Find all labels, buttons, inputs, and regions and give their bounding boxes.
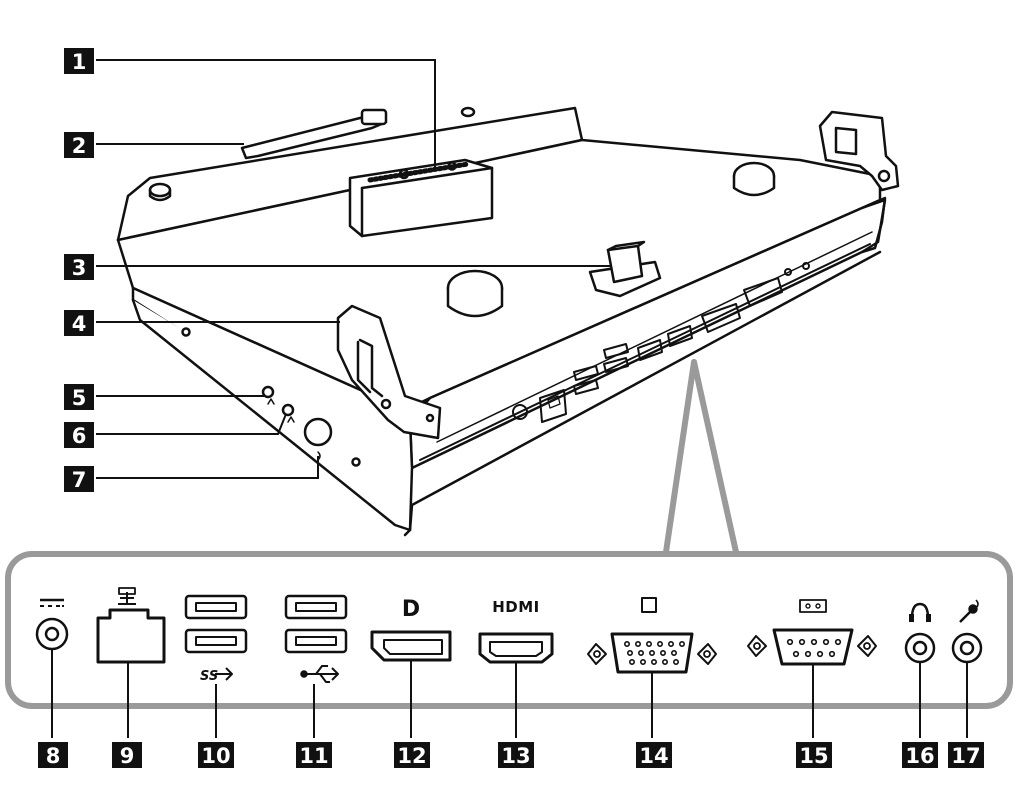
- usb2-ports: [284, 594, 348, 683]
- callout-number: 3: [72, 256, 87, 280]
- bottom-callouts: 8 9 10 11 12 13 14 15 16 17: [38, 742, 984, 768]
- callout-17: 17: [948, 742, 984, 768]
- latch: [588, 240, 662, 298]
- callout-1: 1: [64, 48, 94, 74]
- callout-11: 11: [296, 742, 332, 768]
- usb3-symbol: SS: [200, 669, 218, 684]
- top-leader-lines: [96, 59, 612, 479]
- callout-number: 8: [46, 744, 61, 768]
- docking-connector: [348, 158, 494, 238]
- callout-badge: [796, 742, 832, 768]
- side-keylock: [181, 327, 361, 467]
- callout-badge: [112, 742, 142, 768]
- callout-6: 6: [64, 422, 94, 448]
- callout-number: 4: [72, 312, 87, 336]
- callout-badge: [64, 422, 94, 448]
- ethernet-port: [96, 587, 166, 664]
- callout-number: 6: [72, 424, 87, 448]
- lock-hook-left: [336, 304, 442, 440]
- callout-13: 13: [498, 742, 534, 768]
- callout-number: 9: [120, 744, 135, 768]
- hdmi-symbol: HDMI: [492, 598, 540, 616]
- callout-badge: [636, 742, 672, 768]
- vga-port: [587, 597, 717, 674]
- callout-3: 3: [64, 254, 94, 280]
- microphone-jack: [951, 599, 983, 664]
- front-ports: [512, 262, 810, 423]
- guide-posts: [148, 106, 776, 318]
- callout-9: 9: [112, 742, 142, 768]
- serial-port: [747, 599, 877, 666]
- callout-5: 5: [64, 384, 94, 410]
- callout-number: 11: [299, 744, 328, 768]
- displayport-port: [370, 630, 452, 662]
- callout-badge: [198, 742, 234, 768]
- callout-badge: [64, 254, 94, 280]
- callout-7: 7: [64, 466, 94, 492]
- callout-badge: [296, 742, 332, 768]
- callout-badge: [38, 742, 68, 768]
- callout-number: 13: [501, 744, 530, 768]
- usb3-ports: [184, 594, 248, 681]
- callout-number: 1: [72, 50, 87, 74]
- callout-15: 15: [796, 742, 832, 768]
- callout-16: 16: [902, 742, 938, 768]
- hdmi-port: [478, 632, 554, 664]
- callout-number: 2: [72, 134, 87, 158]
- zoom-guide-lines: [663, 359, 739, 555]
- callout-number: 5: [72, 386, 87, 410]
- eject-lever: [240, 108, 388, 160]
- displayport-symbol: D: [402, 597, 420, 622]
- callout-badge: [902, 742, 938, 768]
- callout-2: 2: [64, 132, 94, 158]
- callout-number: 14: [639, 744, 668, 768]
- callout-number: 15: [799, 744, 828, 768]
- callout-number: 16: [905, 744, 934, 768]
- dc-power-port: [35, 598, 69, 651]
- callout-number: 10: [201, 744, 230, 768]
- callout-badge: [498, 742, 534, 768]
- callout-badge: [64, 132, 94, 158]
- callout-number: 17: [951, 744, 980, 768]
- callout-8: 8: [38, 742, 68, 768]
- headphone-jack: [904, 602, 936, 664]
- callout-number: 12: [397, 744, 426, 768]
- callout-badge: [394, 742, 430, 768]
- callout-12: 12: [394, 742, 430, 768]
- callout-badge: [64, 466, 94, 492]
- port-detail-panel: [5, 551, 1013, 709]
- callout-14: 14: [636, 742, 672, 768]
- callout-badge: [64, 384, 94, 410]
- callout-badge: [948, 742, 984, 768]
- callout-4: 4: [64, 310, 94, 336]
- top-callouts: 1 2 3 4 5 6 7: [64, 48, 94, 492]
- callout-10: 10: [198, 742, 234, 768]
- callout-number: 7: [72, 468, 87, 492]
- lock-hook-right: [818, 110, 900, 192]
- callout-badge: [64, 310, 94, 336]
- bottom-leader-lines: [51, 649, 968, 738]
- callout-badge: [64, 48, 94, 74]
